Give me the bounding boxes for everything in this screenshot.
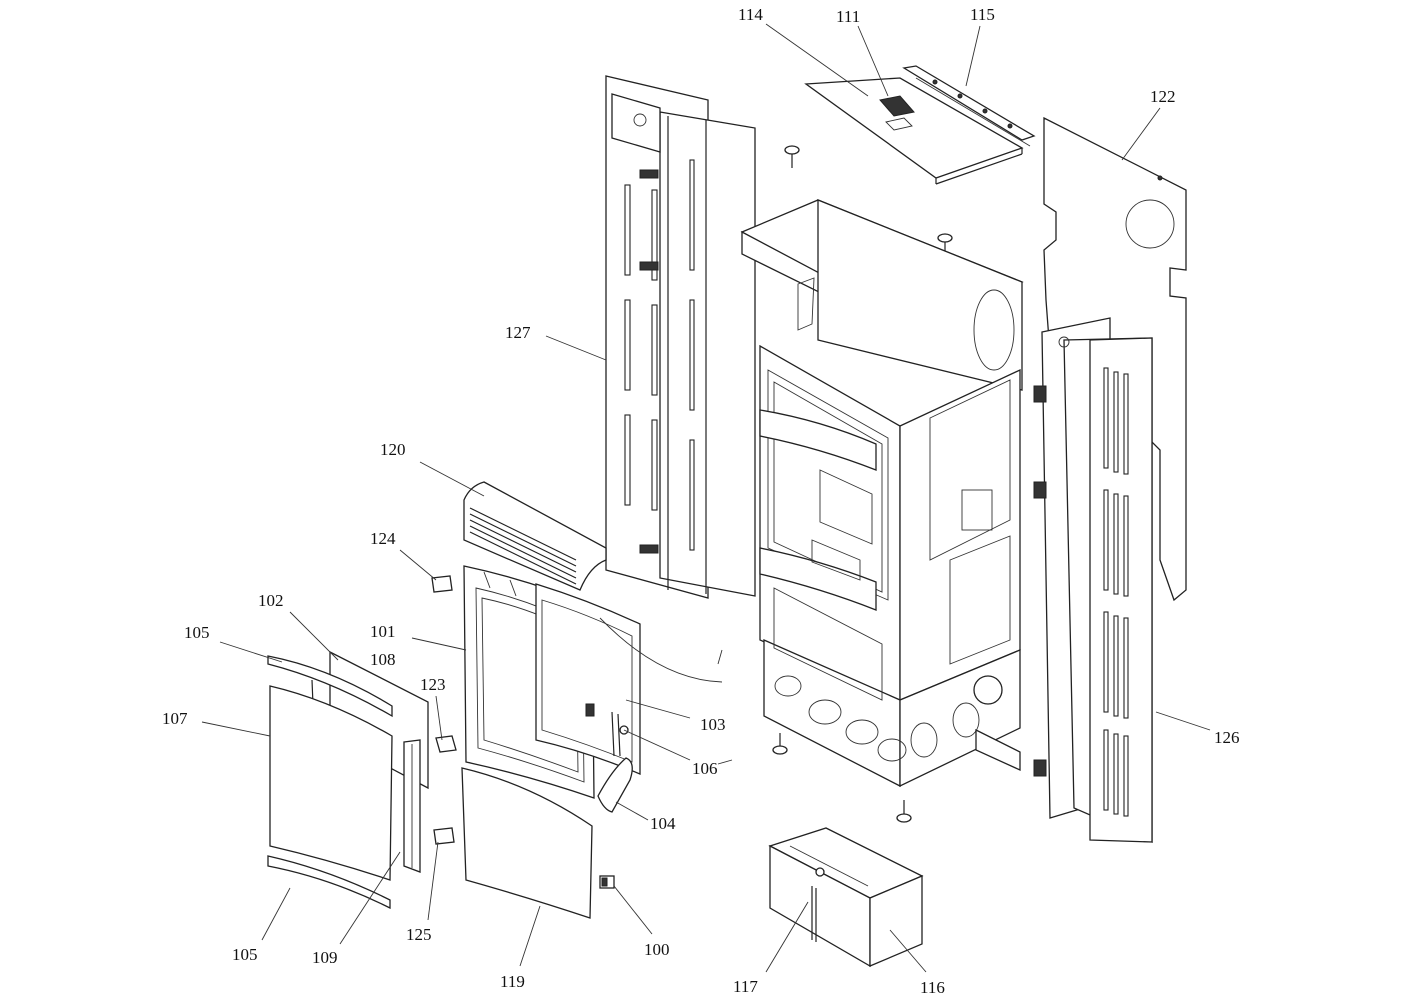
part-114-top-cover <box>804 77 1024 185</box>
label-120: 120 <box>380 440 406 459</box>
label-125: 125 <box>406 925 432 944</box>
part-127-left-side-panel <box>605 75 756 599</box>
label-111: 111 <box>836 7 860 26</box>
part-105-upper-trim <box>267 655 393 718</box>
part-126-right-side-panel <box>1033 317 1153 843</box>
label-123: 123 <box>420 675 446 694</box>
label-104: 104 <box>650 814 676 833</box>
leader-lines <box>201 23 1211 973</box>
label-115: 115 <box>970 5 995 24</box>
label-114: 114 <box>738 5 763 24</box>
label-119: 119 <box>500 972 525 991</box>
label-116: 116 <box>920 978 945 997</box>
part-105-lower-trim <box>267 855 391 910</box>
stove-body <box>740 199 1024 788</box>
label-122: 122 <box>1150 87 1176 106</box>
part-126-vent-slots <box>1103 367 1129 817</box>
part-124-hinge <box>431 575 453 593</box>
part-labels: 114 111 115 122 127 120 124 102 105 101 … <box>162 5 1240 997</box>
label-109: 109 <box>312 948 338 967</box>
part-109-side-strip <box>403 739 421 873</box>
part-106-hinge-pin <box>585 703 629 735</box>
label-102: 102 <box>258 591 284 610</box>
label-124: 124 <box>370 529 396 548</box>
part-119-lower-front-panel <box>461 767 593 919</box>
label-107: 107 <box>162 709 188 728</box>
label-106: 106 <box>692 759 718 778</box>
label-126: 126 <box>1214 728 1240 747</box>
part-125-hinge <box>433 827 455 845</box>
label-103: 103 <box>700 715 726 734</box>
label-100: 100 <box>644 940 670 959</box>
part-100-latch <box>599 875 615 889</box>
part-127-vent-slots <box>624 159 695 551</box>
label-101: 101 <box>370 622 396 641</box>
label-117: 117 <box>733 977 758 996</box>
part-117-drawer-handle <box>811 867 825 942</box>
part-120-top-grille <box>463 481 607 591</box>
part-123-hinge <box>435 735 457 753</box>
part-115-rear-rail <box>902 65 1036 147</box>
part-107-curved-front-panel <box>269 685 393 881</box>
part-104-handle <box>597 711 633 813</box>
part-116-ash-drawer <box>768 827 924 968</box>
label-105-top: 105 <box>184 623 210 642</box>
part-120-grille-slots <box>469 507 577 585</box>
part-111-handle <box>879 95 915 131</box>
label-127: 127 <box>505 323 531 342</box>
label-105-bottom: 105 <box>232 945 258 964</box>
label-108: 108 <box>370 650 396 669</box>
